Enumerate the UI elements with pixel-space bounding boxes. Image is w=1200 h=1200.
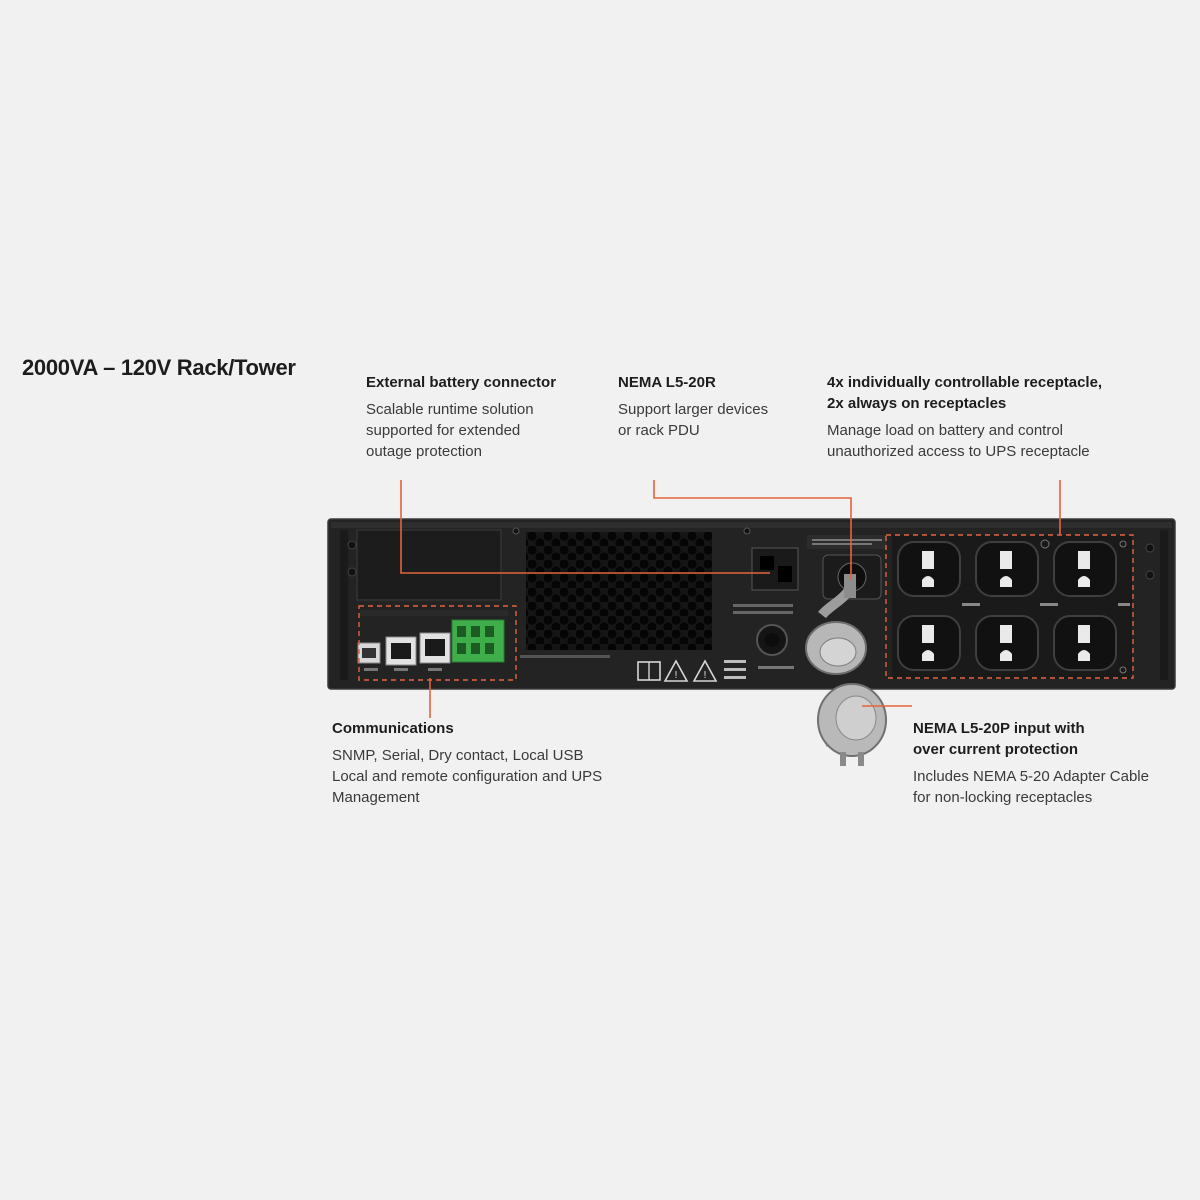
receptacle-bank [892, 535, 1132, 679]
nema-receptacle-icon[interactable] [897, 541, 961, 597]
callout-heading-line: NEMA L5-20P input with [913, 720, 1085, 737]
callout-input-plug: NEMA L5-20P input with over current prot… [913, 718, 1183, 808]
callout-heading: Communications [332, 720, 454, 737]
rj45-port-icon[interactable] [419, 632, 451, 664]
callout-line: Manage load on battery and control [827, 422, 1063, 439]
manual-icon [637, 661, 661, 681]
page-title: 2000VA – 120V Rack/Tower [22, 355, 296, 380]
power-plug-icon [805, 574, 887, 766]
callout-communications: Communications SNMP, Serial, Dry contact… [332, 718, 662, 808]
terminal-block-icon[interactable] [451, 619, 505, 663]
communications-ports [357, 610, 610, 671]
callout-line: Support larger devices [618, 401, 769, 418]
external-battery-connector[interactable] [733, 547, 799, 614]
nema-receptacle-icon[interactable] [975, 615, 1039, 671]
breaker-button[interactable] [756, 624, 794, 669]
label-plate [807, 535, 887, 549]
svg-text:!: ! [674, 670, 678, 681]
callout-description: Includes NEMA 5-20 Adapter Cable for non… [913, 766, 1183, 808]
callout-receptacles: 4x individually controllable receptacle,… [827, 372, 1147, 462]
callout-nema-l5-20r: NEMA L5-20R Support larger devices or ra… [618, 372, 808, 441]
callout-heading: 4x individually controllable receptacle,… [827, 372, 1147, 414]
nema-receptacle-icon[interactable] [975, 541, 1039, 597]
callout-description: Scalable runtime solution supported for … [366, 399, 606, 462]
callout-heading: External battery connector [366, 374, 557, 391]
callout-line: outage protection [366, 443, 482, 460]
warning-icon: ! [663, 659, 689, 682]
callout-description: Manage load on battery and control unaut… [827, 420, 1147, 462]
callout-description: SNMP, Serial, Dry contact, Local USB Loc… [332, 745, 662, 808]
callout-line: for non-locking receptacles [913, 789, 1093, 806]
callout-line: Local and remote configuration and UPS [332, 768, 603, 785]
vent-grille [526, 532, 712, 650]
warning-icon: ! [692, 659, 718, 682]
callout-line: Scalable runtime solution [366, 401, 534, 418]
callout-line: unauthorized access to UPS receptacle [827, 443, 1090, 460]
rj45-port-icon[interactable] [385, 636, 417, 666]
nema-receptacle-icon[interactable] [1053, 541, 1117, 597]
callout-heading-line: over current protection [913, 741, 1079, 758]
callout-heading: NEMA L5-20P input with over current prot… [913, 718, 1183, 760]
callout-line: or rack PDU [618, 422, 700, 439]
callout-heading: NEMA L5-20R [618, 374, 716, 391]
callout-heading-line: 4x individually controllable receptacle, [827, 374, 1103, 391]
nema-receptacle-icon[interactable] [1053, 615, 1117, 671]
svg-text:!: ! [703, 670, 707, 681]
callout-external-battery: External battery connector Scalable runt… [366, 372, 606, 462]
receptacles-highlight [885, 534, 1134, 679]
callout-description: Support larger devices or rack PDU [618, 399, 808, 441]
callout-line: supported for extended [366, 422, 521, 439]
usb-port-icon[interactable] [357, 642, 381, 664]
battery-cover-plate [356, 529, 502, 601]
callout-line: SNMP, Serial, Dry contact, Local USB [332, 747, 584, 764]
callout-line: Includes NEMA 5-20 Adapter Cable [913, 768, 1149, 785]
leader-lines [400, 480, 1061, 718]
nema-receptacle-icon[interactable] [897, 615, 961, 671]
callout-line: Management [332, 789, 420, 806]
callout-heading-line: 2x always on receptacles [827, 395, 1007, 412]
communications-highlight [358, 605, 517, 681]
